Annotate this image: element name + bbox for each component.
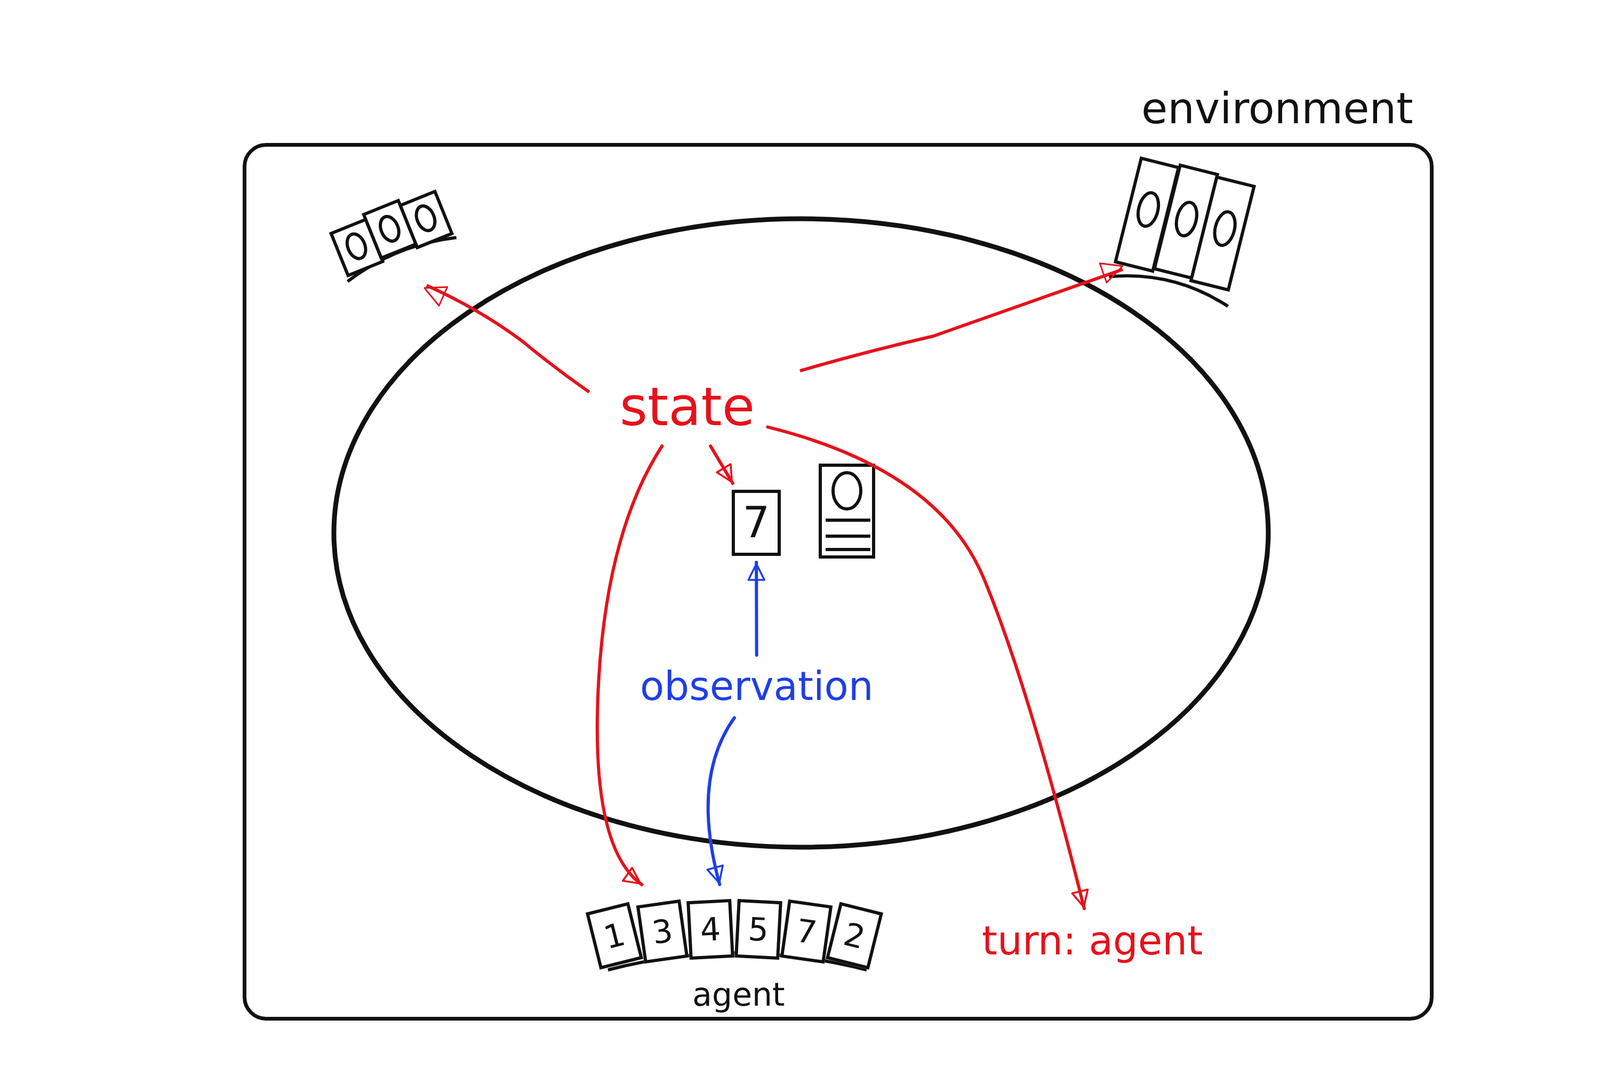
state-arrow (426, 285, 590, 392)
state-arrow (800, 269, 1123, 371)
annotation-text: observation (640, 662, 874, 709)
environment-box: environmentstate7observationagent134572t… (242, 142, 1434, 1021)
card-deck (820, 465, 874, 557)
face-up-card: 7 (731, 489, 781, 556)
hand-card: 1 (585, 901, 644, 970)
annotation-text: state (619, 375, 755, 438)
observation-label: observation (632, 660, 882, 712)
opponent-hand (1108, 155, 1259, 307)
table-ellipse (333, 218, 1269, 847)
hand-card: 5 (734, 898, 783, 960)
hand-card: 2 (825, 901, 884, 970)
hand-owner-label: agent (581, 975, 896, 1013)
state-label: state (612, 373, 763, 441)
agent-hand: agent 134572 (581, 890, 896, 1016)
card-number: 3 (649, 912, 675, 951)
hand-card: 7 (780, 899, 833, 964)
card-number: 2 (840, 915, 869, 955)
card-number: 7 (742, 499, 771, 547)
card-number: 4 (699, 910, 722, 948)
hand-card: 3 (636, 899, 689, 964)
arrow-connector (754, 562, 758, 655)
arrow-connector (710, 445, 733, 484)
card-number: 7 (793, 912, 819, 951)
turn-label: turn: agent (974, 914, 1211, 967)
annotation-text: turn: agent (981, 917, 1203, 964)
card-number: 1 (600, 915, 629, 955)
environment-heading: environment (1141, 83, 1414, 134)
hand-card: 4 (686, 898, 735, 960)
arrow-connector (708, 717, 735, 885)
opponent-hand (326, 185, 456, 282)
card-number: 5 (747, 910, 770, 948)
